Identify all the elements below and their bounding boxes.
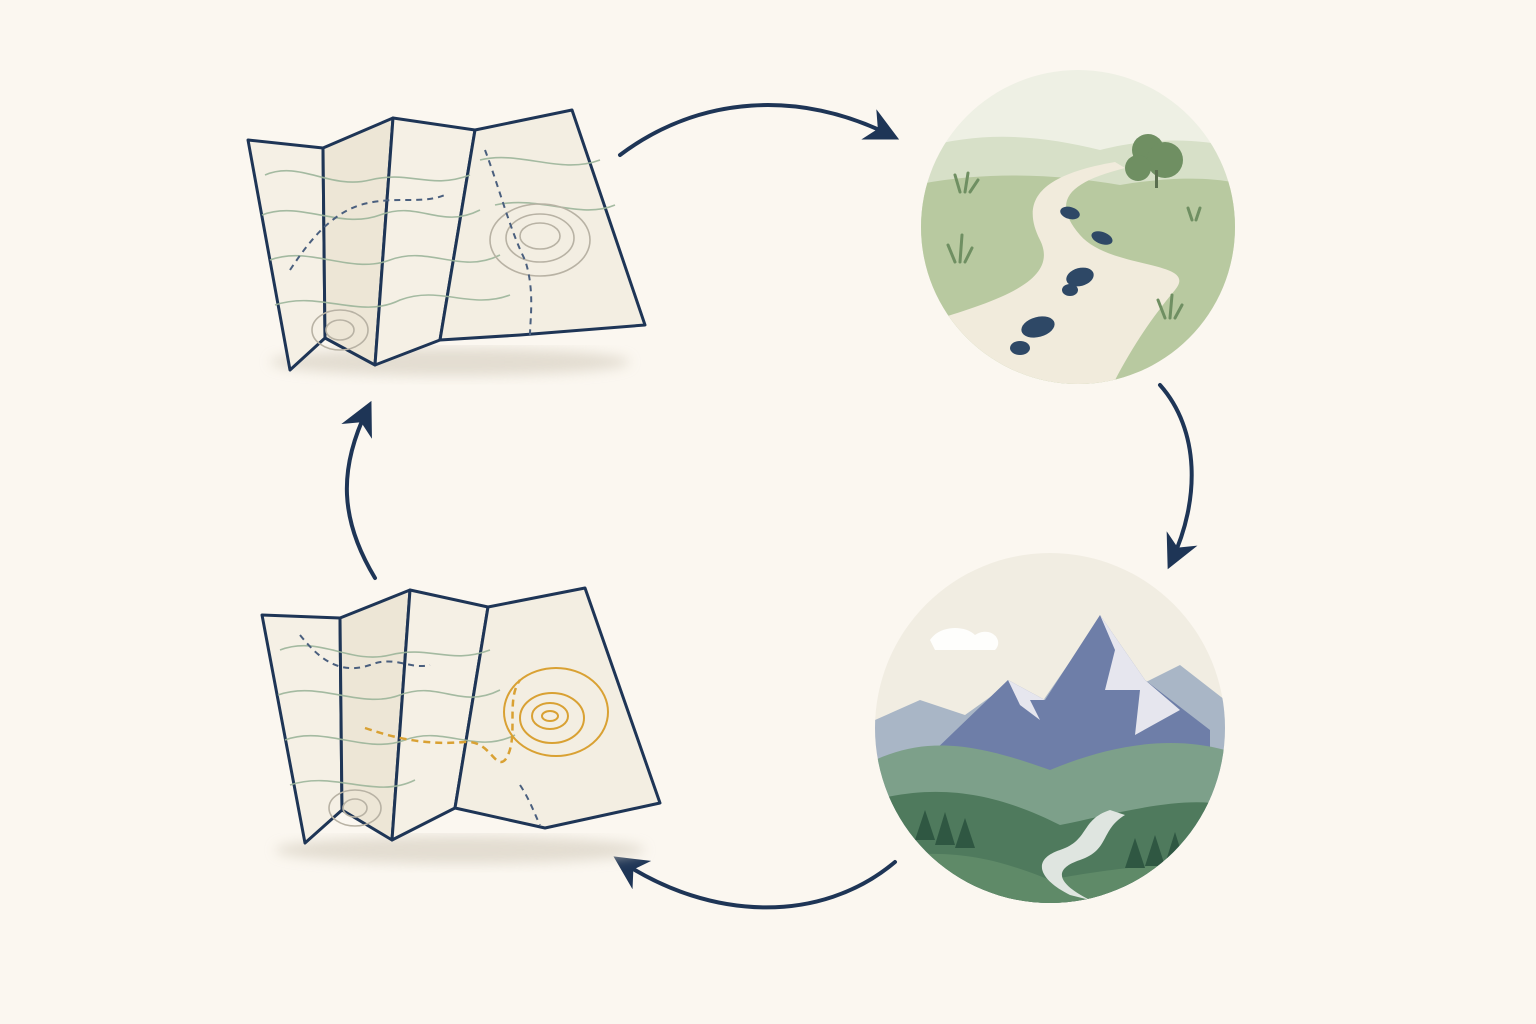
arrow-planned-map-to-map	[341, 400, 377, 580]
folded-topographic-map-icon	[246, 108, 647, 376]
mountain-valley-icon	[875, 553, 1225, 903]
arrow-map-to-trail	[618, 103, 900, 157]
arrow-summit-to-planned-map	[613, 856, 897, 910]
trail-footprints-icon	[921, 70, 1235, 384]
map-with-route-icon	[260, 586, 662, 864]
arrow-trail-to-summit	[1158, 383, 1198, 570]
